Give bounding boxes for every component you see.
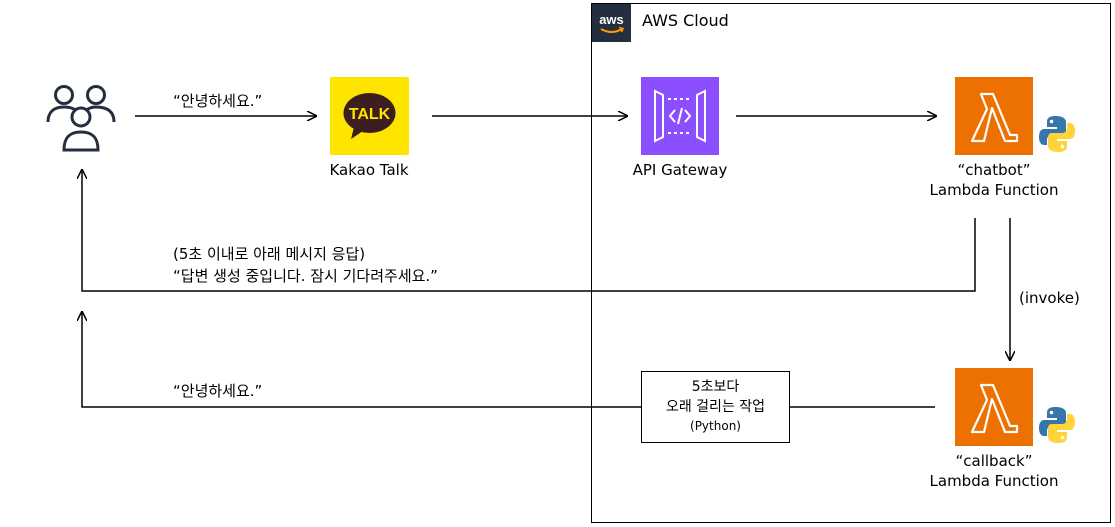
users-icon: [44, 80, 118, 154]
invoke-label: (invoke): [1019, 289, 1080, 307]
api-gateway-label: API Gateway: [632, 161, 728, 179]
aws-cloud-boundary: [591, 3, 1111, 523]
chatbot-type: Lambda Function: [929, 181, 1059, 199]
callback-name: “callback”: [955, 452, 1033, 470]
aws-cloud-title: AWS Cloud: [642, 11, 729, 30]
python-logo-icon: [1039, 405, 1075, 445]
final-message: “안녕하세요.”: [173, 382, 263, 400]
arrow-task-to-users: [82, 312, 641, 408]
callback-type: Lambda Function: [929, 472, 1059, 490]
api-gateway-icon: [641, 77, 719, 155]
task-line-1: 5초보다: [691, 379, 740, 395]
lambda-chatbot-icon: [955, 77, 1033, 155]
kakao-talk-icon: TALK: [330, 77, 409, 155]
ack-note: (5초 이내로 아래 메시지 응답): [173, 245, 366, 263]
long-task-box: 5초보다 오래 걸리는 작업 (Python): [641, 371, 790, 443]
kakao-talk-label: Kakao Talk: [329, 161, 409, 179]
arrow-chatbot-ack-to-users: [82, 170, 976, 292]
task-line-3: (Python): [690, 419, 741, 433]
ack-message: “답변 생성 중입니다. 잠시 기다려주세요.”: [173, 267, 438, 285]
svg-text:TALK: TALK: [349, 106, 391, 123]
task-line-2: 오래 걸리는 작업: [665, 399, 766, 415]
request-message: “안녕하세요.”: [173, 92, 263, 110]
lambda-callback-icon: [955, 368, 1033, 446]
chatbot-name: “chatbot”: [957, 161, 1031, 179]
python-logo-icon: [1039, 114, 1075, 154]
aws-logo-icon: aws: [592, 4, 631, 42]
svg-text:aws: aws: [599, 12, 624, 27]
